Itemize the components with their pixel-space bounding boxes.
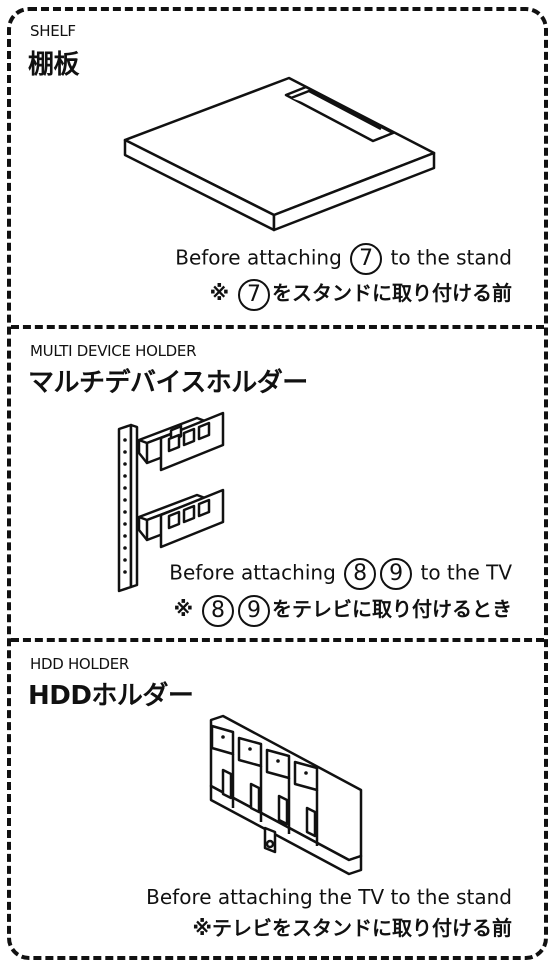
section-title-jp: マルチデバイスホルダー	[28, 368, 308, 398]
section-title-en: MULTI DEVICE HOLDER	[30, 342, 197, 360]
section-title-jp: 棚板	[28, 50, 80, 80]
dashed-frame	[7, 7, 548, 960]
hdd-holder-section: HDD HOLDER HDDホルダー	[11, 638, 544, 952]
circled-number-9: 9	[238, 594, 270, 627]
note-text: をスタンドに取り付ける前	[272, 281, 512, 305]
section-title-en: HDD HOLDER	[30, 655, 130, 673]
multi-device-holder-section: MULTI DEVICE HOLDER マルチデバイスホルダー	[11, 325, 544, 638]
circled-number-8: 8	[344, 558, 377, 590]
circled-number-8: 8	[202, 594, 234, 627]
circled-number-9: 9	[380, 558, 413, 590]
note-mark: ※	[173, 597, 194, 621]
multi-device-holder-illustration	[117, 411, 225, 593]
section-title-en: SHELF	[30, 22, 76, 40]
note-text: をテレビに取り付けるとき	[272, 597, 512, 621]
note-text: to the stand	[390, 245, 512, 270]
shelf-note-en: Before attaching 7 to the stand	[175, 243, 512, 275]
hdd-holder-note-en: Before attaching the TV to the stand	[146, 885, 512, 909]
section-title-jp: HDDホルダー	[28, 681, 194, 711]
note-text: to the TV	[420, 560, 512, 585]
circled-number-7: 7	[238, 278, 270, 311]
section-divider	[11, 325, 544, 329]
note-text: Before attaching	[175, 245, 342, 270]
circled-number-7: 7	[350, 243, 383, 275]
note-text: Before attaching	[169, 560, 336, 585]
shelf-section: SHELF 棚板 Before attaching 7 to the stand…	[11, 0, 544, 325]
shelf-illustration	[123, 76, 436, 232]
hdd-holder-illustration	[209, 714, 363, 876]
section-divider	[11, 638, 544, 642]
hdd-holder-note-jp: ※テレビをスタンドに取り付ける前	[192, 916, 512, 940]
note-mark: ※	[209, 281, 230, 305]
